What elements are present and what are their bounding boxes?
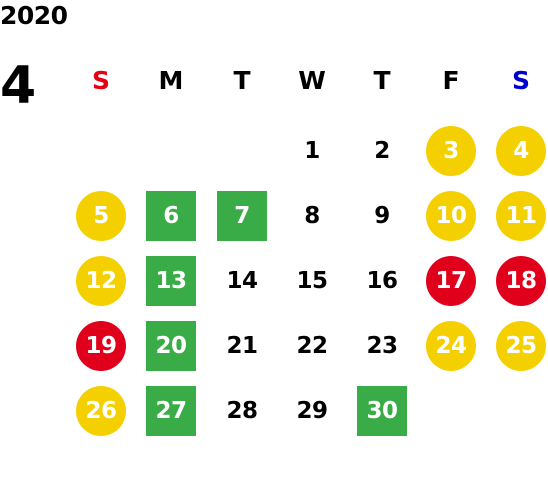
day-cell-yellow-circle[interactable]: 24 bbox=[426, 321, 476, 371]
day-cell-red-circle[interactable]: 18 bbox=[496, 256, 546, 306]
day-cell[interactable]: 8 bbox=[304, 203, 320, 229]
day-cell-yellow-circle[interactable]: 26 bbox=[76, 386, 126, 436]
day-cell-yellow-circle[interactable]: 11 bbox=[496, 191, 546, 241]
day-cell[interactable]: 16 bbox=[366, 268, 398, 294]
day-cell[interactable]: 1 bbox=[304, 138, 320, 164]
day-cell[interactable]: 15 bbox=[296, 268, 328, 294]
day-cell-green-square[interactable]: 27 bbox=[146, 386, 196, 436]
day-cell-red-circle[interactable]: 17 bbox=[426, 256, 476, 306]
day-cell[interactable]: 28 bbox=[226, 398, 258, 424]
day-cell-yellow-circle[interactable]: 10 bbox=[426, 191, 476, 241]
weekday-label: M bbox=[158, 66, 184, 95]
day-cell-yellow-circle[interactable]: 12 bbox=[76, 256, 126, 306]
day-cell[interactable]: 23 bbox=[366, 333, 398, 359]
day-cell-yellow-circle[interactable]: 5 bbox=[76, 191, 126, 241]
day-cell-yellow-circle[interactable]: 25 bbox=[496, 321, 546, 371]
day-cell[interactable]: 22 bbox=[296, 333, 328, 359]
day-cell[interactable]: 21 bbox=[226, 333, 258, 359]
weekday-label: T bbox=[233, 66, 251, 95]
day-cell[interactable]: 9 bbox=[374, 203, 390, 229]
weekday-label: S bbox=[91, 66, 110, 95]
day-cell-green-square[interactable]: 13 bbox=[146, 256, 196, 306]
day-cell[interactable]: 14 bbox=[226, 268, 258, 294]
weekday-label: F bbox=[442, 66, 460, 95]
weekday-label: W bbox=[298, 66, 326, 95]
calendar-month: 4 bbox=[0, 56, 37, 116]
day-cell-yellow-circle[interactable]: 3 bbox=[426, 126, 476, 176]
weekday-label: S bbox=[511, 66, 530, 95]
day-cell-green-square[interactable]: 30 bbox=[357, 386, 407, 436]
calendar-year: 2020 bbox=[0, 1, 68, 30]
day-cell-green-square[interactable]: 20 bbox=[146, 321, 196, 371]
day-cell[interactable]: 29 bbox=[296, 398, 328, 424]
day-cell-green-square[interactable]: 6 bbox=[146, 191, 196, 241]
day-cell-yellow-circle[interactable]: 4 bbox=[496, 126, 546, 176]
weekday-label: T bbox=[373, 66, 391, 95]
day-cell-green-square[interactable]: 7 bbox=[217, 191, 267, 241]
day-cell[interactable]: 2 bbox=[374, 138, 390, 164]
day-cell-red-circle[interactable]: 19 bbox=[76, 321, 126, 371]
